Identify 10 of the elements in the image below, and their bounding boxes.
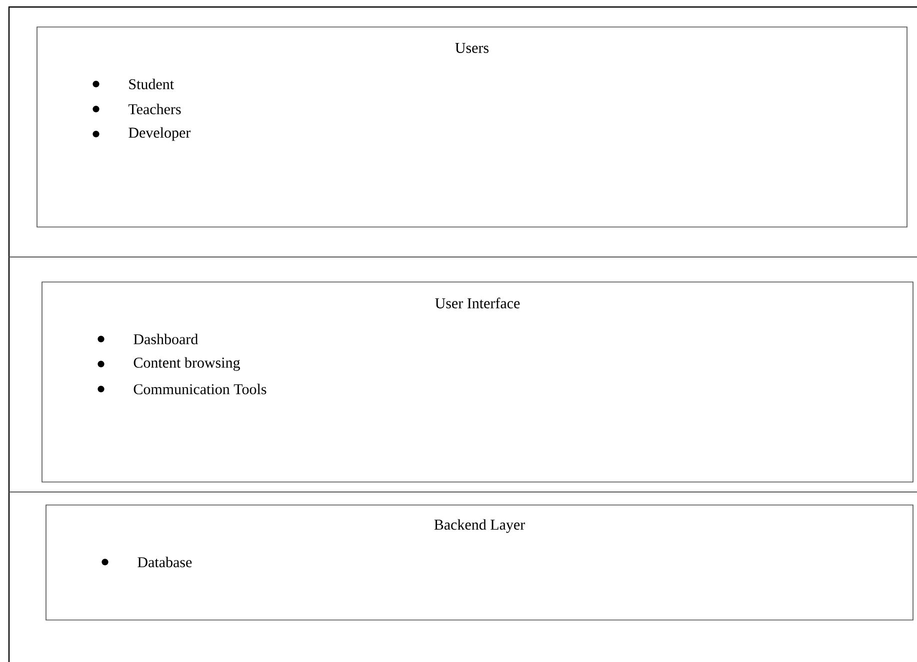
- list-item: Content browsing: [134, 357, 240, 371]
- box-heading: User Interface: [435, 298, 520, 308]
- list-item: Database: [138, 556, 192, 568]
- list-item: Communication Tools: [134, 384, 266, 394]
- box-heading: Backend Layer: [434, 519, 525, 533]
- list-item: Developer: [128, 127, 191, 141]
- box-heading: Users: [455, 43, 489, 53]
- list-item: Student: [129, 78, 174, 90]
- list-item: Dashboard: [134, 334, 198, 344]
- list-item: Teachers: [128, 104, 181, 114]
